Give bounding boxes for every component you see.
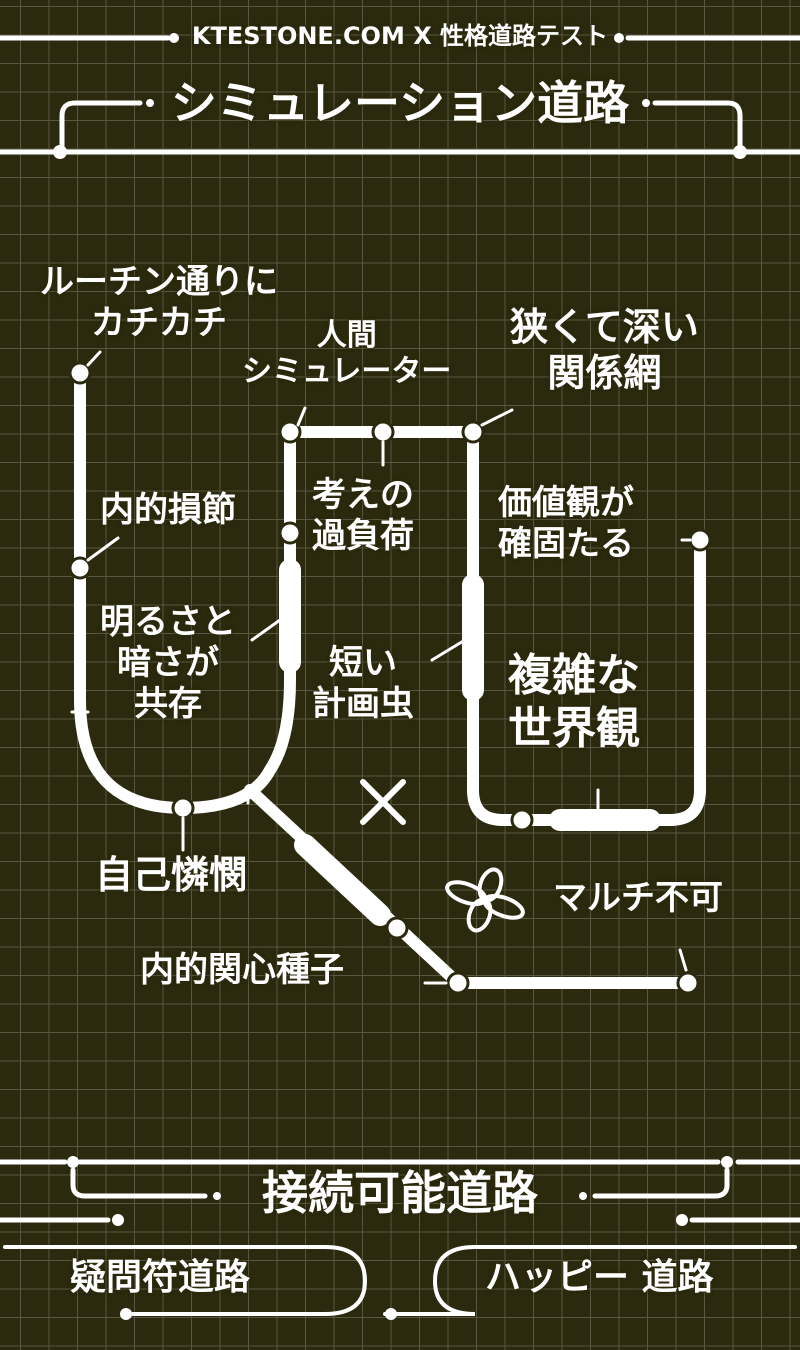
plus-icons bbox=[70, 702, 258, 805]
left-road-link[interactable]: 疑問符道路 bbox=[70, 1257, 251, 1298]
label-line: カチカチ bbox=[91, 302, 227, 343]
label-line: 共存 bbox=[134, 683, 202, 724]
label-line: 過負荷 bbox=[312, 515, 414, 556]
page-title: シミュレーション道路 bbox=[170, 76, 630, 130]
label-light-dark: 明るさと暗さが共存 bbox=[100, 602, 236, 724]
label-line: シミュレーター bbox=[242, 354, 452, 389]
label-short-plan: 短い計画虫 bbox=[312, 643, 414, 725]
footer-dots bbox=[67, 1156, 733, 1320]
label-complex: 複雑な世界観 bbox=[508, 650, 640, 756]
header-dots bbox=[53, 33, 747, 159]
right-road-link[interactable]: ハッピー 道路 bbox=[485, 1257, 714, 1298]
label-overthink: 考えの過負荷 bbox=[312, 475, 414, 557]
label-line: 考えの bbox=[312, 475, 414, 515]
label-line: 計画虫 bbox=[312, 683, 414, 724]
thick-segments bbox=[279, 559, 661, 926]
label-line: 価値観が bbox=[498, 483, 634, 523]
label-inner-seed: 内的関心種子 bbox=[140, 950, 344, 990]
label-line: 関係網 bbox=[547, 350, 662, 395]
label-line: 暗さが bbox=[117, 642, 219, 683]
label-line: 確固たる bbox=[498, 523, 634, 564]
label-line: 複雑な bbox=[508, 650, 640, 701]
clover-icon bbox=[445, 867, 525, 933]
label-human-sim: 人間シミュレーター bbox=[242, 318, 451, 390]
road-left-loop bbox=[74, 367, 296, 815]
leader-lines bbox=[86, 350, 692, 985]
footer-lines bbox=[0, 1159, 800, 1316]
header-lines bbox=[0, 35, 800, 155]
label-values: 価値観が確固たる bbox=[498, 483, 634, 565]
label-self-pity: 自己憐憫 bbox=[95, 853, 248, 897]
x-icon bbox=[360, 779, 406, 825]
label-narrow-deep: 狭くて深い関係網 bbox=[510, 305, 699, 396]
label-line: 明るさと bbox=[100, 602, 236, 642]
brand-title: KTESTONE.COM X 性格道路テスト bbox=[191, 22, 609, 50]
label-no-multi: マルチ不可 bbox=[553, 878, 723, 918]
label-line: 人間 bbox=[316, 318, 377, 353]
footer-title: 接続可能道路 bbox=[262, 1166, 538, 1220]
label-line: 世界観 bbox=[508, 702, 640, 754]
label-line: 短い bbox=[329, 643, 397, 683]
label-introspection: 内的損節 bbox=[100, 490, 236, 530]
label-line: ルーチン通りに bbox=[40, 262, 278, 302]
label-routine: ルーチン通りにカチカチ bbox=[40, 262, 278, 344]
label-line: 狭くて深い bbox=[510, 305, 699, 349]
